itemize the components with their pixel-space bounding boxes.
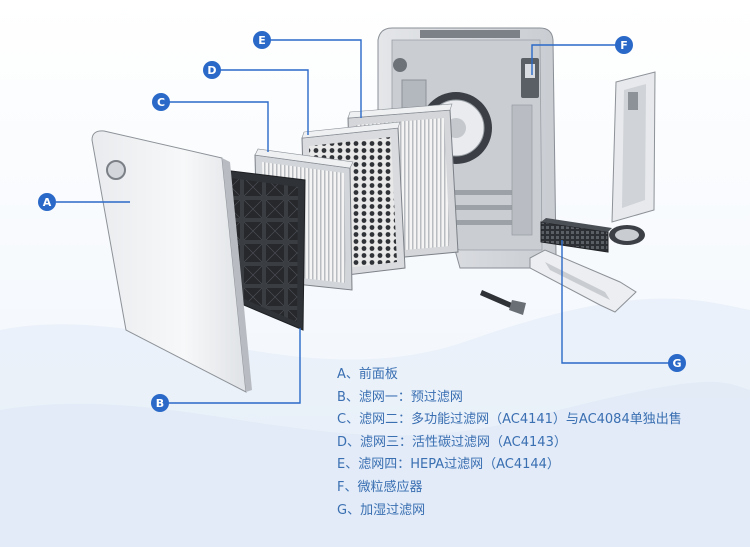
marker-c: C: [152, 93, 170, 111]
leader-lines: [56, 39, 677, 404]
marker-a: A: [38, 193, 56, 211]
water-tray: [529, 249, 637, 313]
svg-text:G: G: [672, 357, 681, 370]
legend-item-g: G、加湿过滤网: [337, 502, 426, 518]
front-panel-sensor-window: [106, 160, 126, 180]
parts-legend: A、前面板 B、滤网一：预过滤网 C、滤网二：多功能过滤网（AC4141）与AC…: [337, 364, 682, 522]
legend-item-c: C、滤网二：多功能过滤网（AC4141）与AC4084单独出售: [337, 412, 682, 428]
front-panel-a: [91, 130, 252, 393]
side-cover: [609, 71, 656, 245]
leader-line-e: [262, 39, 362, 118]
humidifier-filter-g: [540, 218, 612, 253]
background-wave-2: [0, 381, 750, 547]
filter-b-prefilter: [222, 169, 306, 331]
leader-line-d: [212, 69, 309, 135]
legend-item-a: A、前面板: [337, 367, 398, 382]
leader-line-f: [531, 44, 624, 75]
svg-text:C: C: [157, 96, 165, 109]
legend-item-b: B、滤网一：预过滤网: [337, 389, 463, 405]
legend-item-d: D、滤网三：活性碳过滤网（AC4143）: [337, 434, 567, 450]
svg-text:F: F: [620, 39, 628, 52]
leader-line-g: [561, 240, 677, 364]
marker-g: G: [668, 354, 686, 372]
marker-b: B: [151, 394, 169, 412]
svg-text:E: E: [258, 34, 266, 47]
leader-line-c: [161, 101, 269, 152]
svg-text:A: A: [43, 196, 52, 209]
cleaning-brush: [480, 290, 526, 315]
legend-item-f: F、微粒感应器: [337, 479, 423, 495]
svg-text:D: D: [207, 64, 216, 77]
legend-item-e: E、滤网四：HEPA过滤网（AC4144）: [337, 457, 560, 473]
marker-e: E: [253, 31, 271, 49]
leader-line-b: [160, 328, 301, 404]
marker-d: D: [203, 61, 221, 79]
marker-f: F: [615, 36, 633, 54]
svg-text:B: B: [156, 397, 164, 410]
